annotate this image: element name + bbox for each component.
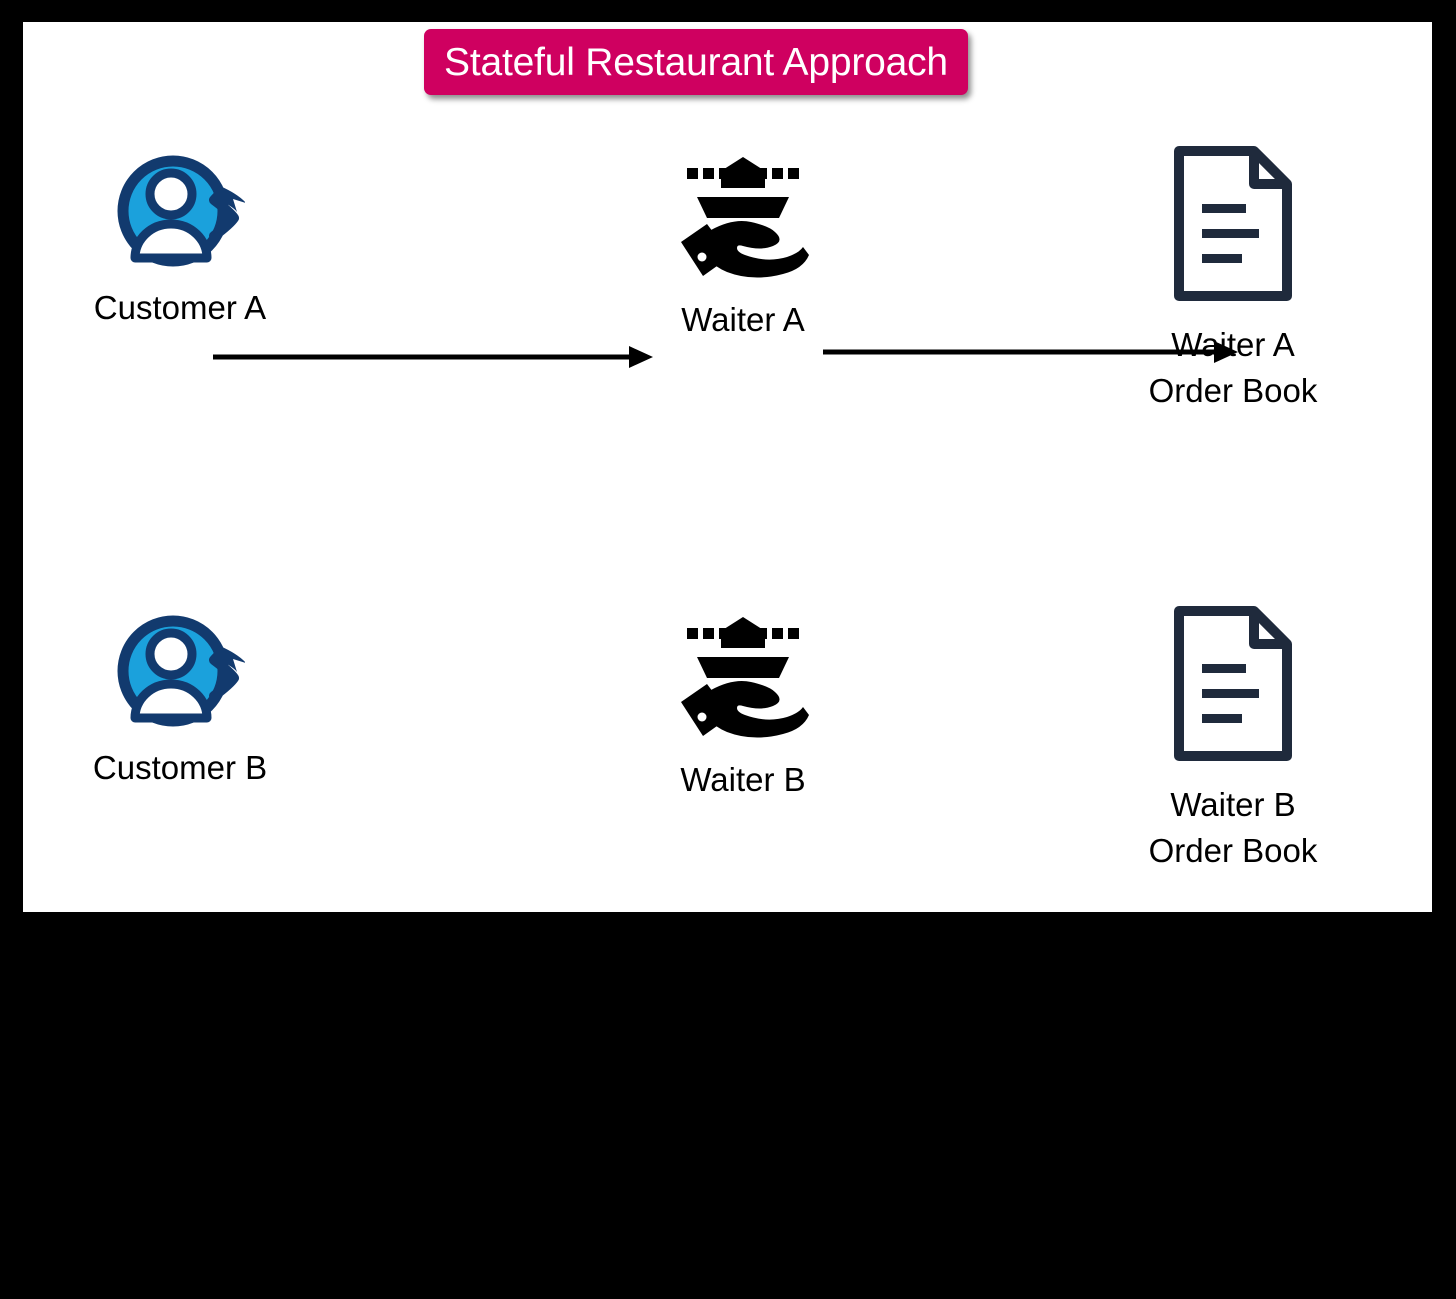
diagram-title-banner: Stateful Restaurant Approach <box>424 29 968 95</box>
node-label-waiter-a: Waiter A <box>681 301 805 338</box>
node-waiter-a: Waiter A <box>623 152 863 343</box>
node-label-customer-a: Customer A <box>93 289 267 326</box>
user-circle-arrow-icon <box>115 610 246 737</box>
node-label-waiter-b: Waiter B <box>680 761 806 798</box>
node-customer-a: Customer A <box>60 150 300 331</box>
arrow-right-icon-a2 <box>823 340 1238 370</box>
node-customer-b: Customer B <box>60 610 300 791</box>
diagram-title-text: Stateful Restaurant Approach <box>444 40 948 84</box>
node-order-book-a: Waiter A Order Book <box>1103 142 1363 413</box>
arrow-right-icon-b1 <box>213 1267 668 1297</box>
waiter-serving-tray-icon <box>673 612 813 747</box>
node-label-customer-b: Customer B <box>92 749 268 786</box>
arrow-right-icon-b2 <box>828 1269 1238 1299</box>
user-circle-arrow-icon <box>115 150 246 277</box>
node-order-book-b: Waiter B Order Book <box>1103 602 1363 873</box>
document-lines-icon <box>1170 602 1296 770</box>
node-label-order-book-b: Waiter B Order Book <box>1148 786 1318 869</box>
diagram-row-b: Customer B <box>23 592 1432 1292</box>
diagram-canvas: Stateful Restaurant Approach Customer A <box>23 22 1432 1292</box>
node-waiter-b: Waiter B <box>623 612 863 803</box>
diagram-row-a: Customer A <box>23 132 1432 432</box>
document-lines-icon <box>1170 142 1296 310</box>
arrow-right-icon-a1 <box>213 345 653 375</box>
node-label-order-book-a: Waiter A Order Book <box>1148 326 1318 409</box>
image-frame: Stateful Restaurant Approach Customer A <box>23 22 1432 1292</box>
waiter-serving-tray-icon <box>673 152 813 287</box>
